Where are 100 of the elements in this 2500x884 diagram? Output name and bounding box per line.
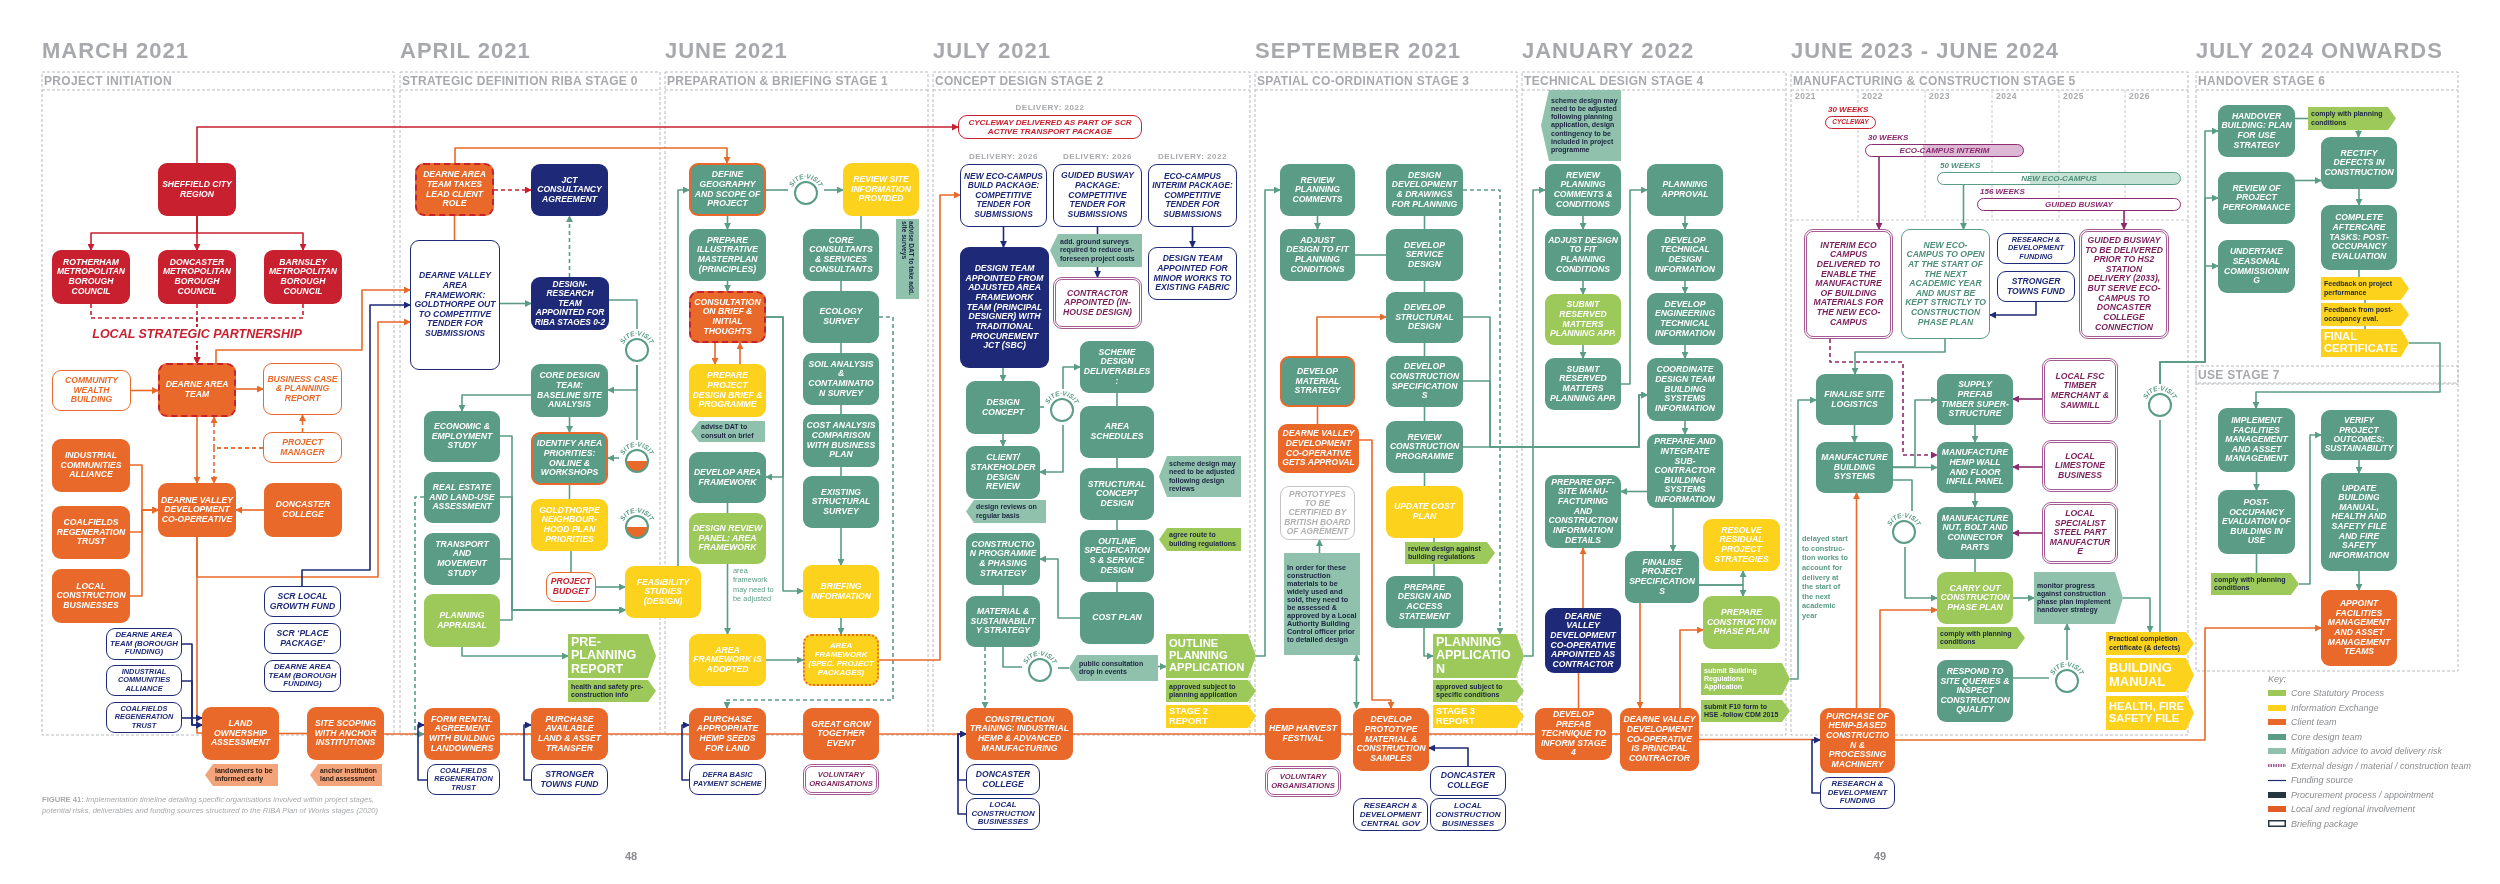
connector-arrow — [724, 563, 731, 635]
deliverable-flag — [1433, 634, 1524, 678]
connector-arrow — [181, 680, 203, 729]
process-box — [1816, 374, 1893, 425]
stage-date-heading: JUNE 2023 - JUNE 2024 — [1791, 38, 2060, 64]
box-text: TRANSPORT AND MOVEMENT STUDY — [434, 539, 491, 579]
stage-title: STRATEGIC DEFINITION RIBA STAGE 0 — [402, 74, 638, 88]
connector-arrow — [878, 191, 961, 661]
box-text: DEARNE AREA TEAM — [164, 380, 230, 400]
outlined-box — [966, 764, 1040, 795]
box-text: UNDERTAKE SEASONAL COMMISSIONING — [2223, 247, 2290, 286]
process-box — [52, 439, 130, 492]
box-text: RECTIFY DEFECTS IN CONSTRUCTION — [2324, 148, 2394, 178]
box-text: RESOLVE RESIDUAL PROJECT STRATEGIES — [1713, 525, 1770, 565]
process-box — [1816, 442, 1893, 493]
box-text: NEW ECO-CAMPUS BUILD PACKAGE: COMPETITIVE TENDER FOR SUBMISSIONS — [964, 172, 1043, 219]
connector-line — [1892, 479, 1913, 512]
box-text: DEFINE GEOGRAPHY AND SCOPE OF PROJECT — [694, 170, 761, 209]
connector-arrow — [454, 147, 731, 164]
process-box — [1647, 229, 1723, 281]
connector-arrow — [1875, 156, 1883, 230]
process-box — [966, 708, 1073, 760]
box-text: LOCAL CONSTRUCTION BUSINESSES — [55, 581, 127, 611]
connector-line — [1002, 584, 1004, 597]
outlined-box — [1148, 247, 1237, 300]
box-text: DEARNE VALLEY DEVELOPMENT CO-OPERATIVE APPOINTED AS CONTRACTOR — [1549, 611, 1618, 670]
connector-arrow — [210, 447, 264, 484]
box-text: JCT CONSULTANCY AGREEMENT — [536, 175, 603, 205]
note-flag — [1069, 655, 1158, 681]
connector-arrow — [1681, 280, 1689, 294]
process-box — [803, 291, 879, 343]
connector-arrow — [1358, 439, 1395, 709]
connector-line — [636, 364, 638, 441]
delivery-label: DELIVERY: 2026 — [1062, 153, 1133, 162]
process-box — [531, 708, 608, 760]
outlined-box — [1997, 271, 2075, 302]
note-flag — [310, 764, 382, 786]
connector-line — [2358, 269, 2360, 278]
site-visit-loop — [619, 329, 655, 365]
connector-arrow — [2012, 463, 2043, 471]
note-flag — [2321, 277, 2409, 300]
process-box — [1703, 519, 1780, 571]
connector-arrow — [499, 606, 626, 621]
outlined-box — [531, 764, 608, 795]
site-visit-loop — [2142, 384, 2178, 420]
connector-arrow — [1579, 547, 1587, 609]
process-box — [803, 353, 879, 405]
connector-line — [1057, 667, 1070, 669]
connector-arrow — [1039, 555, 1081, 619]
process-box — [1937, 660, 2013, 722]
box-text: PURCHASE AVAILABLE LAND & ASSET TRANSFER — [536, 714, 603, 754]
connector-arrow — [1971, 492, 1979, 508]
outlined-box — [2079, 229, 2169, 339]
connector-arrow — [711, 342, 719, 365]
box-text: STRUCTURAL CONCEPT DESIGN — [1086, 479, 1148, 509]
connector-arrow — [1681, 420, 1689, 435]
note-flag — [1159, 528, 1241, 551]
deliverable-flag — [1433, 705, 1524, 728]
outlined-box — [1997, 233, 2075, 264]
box-text: ROTHERHAM METROPOLITAN BOROUGH COUNCIL — [55, 257, 127, 297]
process-box — [531, 499, 608, 551]
connector-line — [570, 550, 572, 573]
process-box — [1647, 358, 1723, 421]
connector-arrow — [681, 721, 690, 781]
box-text: GOLDTHORPE NEIGHBOUR-HOOD PLAN PRIORITIES — [538, 505, 601, 545]
box-text: UPDATE BUILDING MANUAL, HEALTH AND SAFETY FILE AND FIRE SAFETY INFORMATION — [2328, 483, 2390, 561]
outlined-box — [1265, 766, 1341, 797]
box-text: DESIGN-RESEARCH TEAM APPOINTED FOR RIBA STAGES 0-2 — [534, 280, 606, 327]
outlined-box — [264, 623, 341, 654]
process-box — [689, 452, 766, 503]
connector-line — [1072, 733, 1266, 735]
box-text: LOCAL LIMESTONE BUSINESS — [2054, 451, 2106, 481]
process-box — [1386, 164, 1463, 216]
note-flag — [966, 500, 1046, 523]
stage-title: PREPARATION & BRIEFING STAGE 1 — [667, 74, 888, 88]
box-text: BARNSLEY METROPOLITAN BOROUGH COUNCIL — [267, 257, 339, 297]
connector-line — [1002, 646, 1023, 668]
outlined-box — [106, 665, 182, 696]
box-text: FEASIBILITY STUDIES (DESIGN) — [635, 577, 691, 607]
process-box — [803, 476, 879, 528]
outlined-box — [803, 764, 879, 795]
process-box — [158, 363, 236, 417]
connector-line — [1116, 519, 1118, 531]
process-box — [1545, 229, 1621, 281]
box-text: APPOINT FACILITIES MANAGEMENT AND ASSET MANAGEMENT TEAMS — [2326, 599, 2392, 657]
connector-arrow — [1157, 663, 1167, 670]
process-box — [966, 381, 1040, 434]
box-text: LAND OWNERSHIP ASSESSMENT — [209, 719, 272, 748]
box-text: HANDOVER BUILDING: PLAN FOR USE STRATEGY — [2221, 111, 2292, 151]
process-box — [52, 250, 130, 304]
connector-arrow — [1353, 654, 1360, 709]
box-text: SCR ‘PLACE PACKAGE’ — [275, 628, 330, 649]
box-text: REVIEW OF PROJECT PERFORMANCE — [2221, 183, 2292, 213]
connector-arrow — [193, 303, 304, 364]
box-text: REAL ESTATE AND LAND-USE ASSESSMENT — [428, 483, 496, 512]
process-box — [202, 707, 279, 760]
year-label: 2026 — [2129, 91, 2150, 101]
outlined-box — [689, 163, 766, 216]
box-text: UPDATE COST PLAN — [1393, 502, 1457, 522]
outlined-box — [410, 240, 500, 370]
